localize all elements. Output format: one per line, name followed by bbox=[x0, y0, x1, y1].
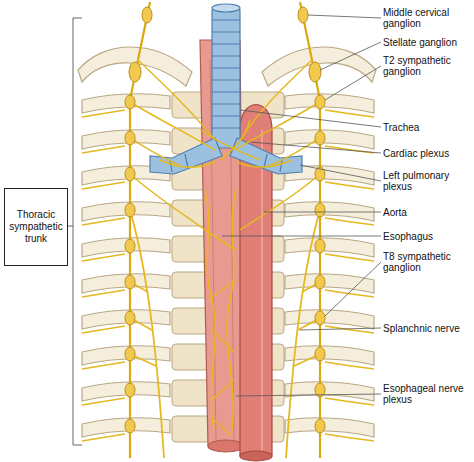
part-label: Esophageal nerve plexus bbox=[383, 383, 473, 405]
part-label: Esophagus bbox=[383, 231, 473, 242]
trachea bbox=[150, 4, 302, 174]
ganglia bbox=[125, 7, 325, 433]
part-label: T8 sympathetic ganglion bbox=[383, 251, 473, 273]
leader-lines bbox=[222, 15, 381, 396]
part-label: Splanchnic nerve bbox=[383, 323, 473, 334]
sympathetic-trunks bbox=[130, 2, 320, 458]
part-label: Middle cervical ganglion bbox=[383, 7, 473, 29]
bracket bbox=[68, 18, 82, 445]
box-label: Thoracic sympathetic trunk bbox=[7, 209, 65, 245]
part-label: Left pulmonary plexus bbox=[383, 170, 473, 192]
part-label: T2 sympathetic ganglion bbox=[383, 55, 473, 77]
part-label: Trachea bbox=[383, 122, 473, 133]
part-label: Aorta bbox=[383, 207, 473, 218]
part-label: Cardiac plexus bbox=[383, 148, 473, 159]
part-label: Stellate ganglion bbox=[383, 37, 473, 48]
callout-box: Thoracic sympathetic trunk bbox=[4, 188, 68, 266]
